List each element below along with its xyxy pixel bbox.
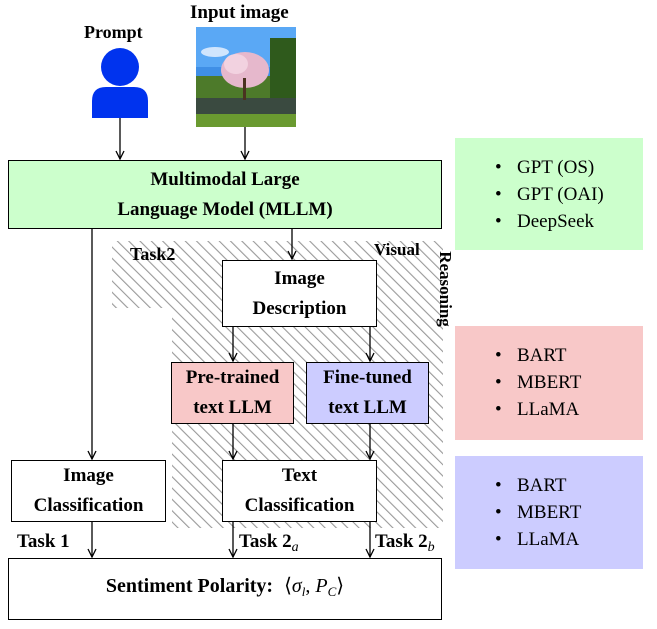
image-description-box: Image Description — [222, 260, 377, 327]
task2a-sub: a — [291, 540, 299, 555]
mllm-line2: Language Model (MLLM) — [117, 198, 333, 220]
task2b-sub: b — [427, 540, 435, 555]
mllm-models-panel: GPT (OS) GPT (OAI) DeepSeek — [455, 138, 643, 250]
pretrained-llm-line1: Pre-trained — [185, 367, 280, 388]
model-item: MBERT — [495, 369, 643, 396]
model-item: BART — [495, 472, 643, 499]
task2a-main: Task 2 — [239, 531, 292, 552]
reasoning-label: Reasoning — [436, 251, 455, 327]
text-classification-line2: Classification — [244, 495, 355, 516]
model-item: BART — [495, 342, 643, 369]
prompt-label: Prompt — [84, 22, 143, 42]
image-description-line2: Description — [252, 297, 347, 319]
input-image-photo — [196, 27, 296, 127]
finetuned-models-panel: BART MBERT LLaMA — [455, 456, 643, 569]
task2b-main: Task 2 — [375, 531, 428, 552]
sentiment-polarity-box: Sentiment Polarity: ⟨σl, PC⟩ — [8, 558, 442, 620]
model-item: GPT (OAI) — [495, 181, 643, 208]
model-item: GPT (OS) — [495, 154, 643, 181]
pretrained-models-panel: BART MBERT LLaMA — [455, 326, 643, 440]
mllm-box: Multimodal Large Language Model (MLLM) — [8, 160, 442, 229]
input-image-label: Input image — [190, 2, 289, 23]
model-item: LLaMA — [495, 526, 643, 553]
task2b-label: Task 2b — [375, 531, 435, 556]
image-description-line1: Image — [274, 267, 325, 289]
sentiment-polarity-label: Sentiment Polarity: — [105, 575, 274, 597]
task2a-label: Task 2a — [239, 531, 299, 556]
sentiment-formula: ⟨σl, PC⟩ — [284, 575, 345, 599]
finetuned-llm-line2: text LLM — [328, 397, 407, 418]
text-classification-line1: Text — [281, 465, 318, 486]
task1-label: Task 1 — [17, 531, 70, 552]
arrows — [92, 118, 370, 557]
mllm-line1: Multimodal Large — [150, 168, 300, 190]
model-item: LLaMA — [495, 396, 643, 423]
text-classification-box: Text Classification — [222, 460, 377, 522]
finetuned-llm-line1: Fine-tuned — [323, 367, 412, 388]
image-classification-box: Image Classification — [11, 460, 166, 522]
visual-label: Visual — [374, 240, 420, 259]
image-classification-line1: Image — [63, 465, 114, 486]
pretrained-llm-box: Pre-trained text LLM — [171, 362, 294, 424]
person-icon — [92, 48, 148, 118]
pretrained-llm-line2: text LLM — [193, 397, 272, 418]
model-item: DeepSeek — [495, 208, 643, 235]
image-classification-line2: Classification — [33, 495, 144, 516]
finetuned-llm-box: Fine-tuned text LLM — [306, 362, 429, 424]
model-item: MBERT — [495, 499, 643, 526]
task2-label: Task2 — [130, 244, 176, 264]
